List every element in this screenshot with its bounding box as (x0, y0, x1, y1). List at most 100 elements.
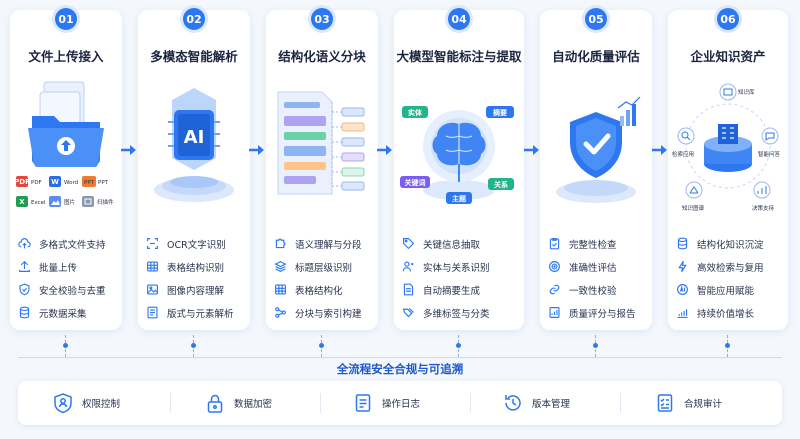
feature-item: 自动摘要生成 (402, 278, 520, 301)
step-card-quality: 05 自动化质量评估 完整性检查 准确性评估 一致性校验 质量评分与报告 (540, 8, 652, 330)
upload-folder-illustration: PDF PDF W Word PPT PPT X Excel 图片 扫描件 (14, 81, 114, 207)
security-item-version: 版本管理 (502, 381, 570, 425)
link-icon (549, 284, 560, 295)
format-label: PDF (31, 180, 42, 186)
shield-check-icon (19, 283, 30, 296)
layers-icon (274, 260, 287, 273)
knowledge-hub-illustration: 知识库 检索应用 智能问答 知识图谱 决策支持 (672, 83, 781, 212)
connector-line (318, 335, 324, 357)
tag-label: 摘要 (493, 108, 507, 117)
divider (170, 393, 171, 413)
database-icon (19, 306, 30, 319)
step-title: 结构化语义分块 (278, 49, 366, 64)
feature-item: 一致性校验 (548, 278, 648, 301)
format-label: PPT (98, 180, 109, 186)
flow-arrow-icon (121, 145, 136, 155)
format-label: Excel (31, 200, 46, 206)
feature-item: 版式与元素解析 (146, 301, 246, 324)
step-title: 自动化质量评估 (552, 49, 640, 64)
lock-icon (207, 394, 223, 413)
connector-line (592, 335, 598, 357)
step-card-annotation: 04 大模型智能标注与提取 实体 摘要 关键词 关系 主题 关键信息抽取 实体与… (394, 8, 524, 330)
tag-label: 关键词 (405, 178, 426, 187)
feature-item: 完整性检查 (548, 232, 648, 255)
bottom-section-title: 全流程安全合规与可追溯 (336, 362, 464, 376)
growth-chart-icon (677, 309, 688, 318)
tag-icon (403, 238, 415, 250)
table-icon (275, 284, 286, 295)
feature-item: 质量评分与报告 (548, 301, 648, 324)
asset-label: 智能问答 (758, 150, 781, 158)
feature-item: 元数据采集 (18, 301, 118, 324)
table-icon (147, 261, 158, 272)
clipboard-check-icon (549, 238, 560, 250)
security-item-access-control: 权限控制 (52, 381, 120, 425)
feature-item: 批量上传 (18, 255, 118, 278)
security-item-operation-log: 操作日志 (352, 381, 420, 425)
feature-item: 持续价值增长 (676, 301, 784, 324)
step-number-badge: 04 (448, 8, 470, 30)
step-card-assets: 06 企业知识资产 知识库 检索应用 智能问答 知识图谱 决策支持 结构化知识沉… (668, 8, 788, 330)
word-badge: W (51, 178, 59, 186)
feature-item: 标题层级识别 (274, 255, 374, 278)
image-icon (147, 284, 158, 295)
security-item-compliance-audit: 合规审计 (654, 381, 722, 425)
step-title: 企业知识资产 (690, 49, 766, 64)
ai-chip-label: AI (184, 127, 205, 148)
flow-arrow-icon (652, 145, 667, 155)
security-bar: 权限控制 数据加密 操作日志 版本管理 合规审计 (18, 381, 782, 425)
feature-item: 表格结构化 (274, 278, 374, 301)
step-number-badge: 01 (55, 8, 77, 30)
feature-item: 多维标签与分类 (402, 301, 520, 324)
user-relation-icon (402, 261, 414, 272)
target-icon (549, 261, 560, 272)
feature-item: 语义理解与分段 (274, 232, 374, 255)
pdf-badge: PDF (14, 178, 30, 186)
connector-line (455, 335, 461, 357)
feature-item: 结构化知识沉淀 (676, 232, 784, 255)
divider (320, 393, 321, 413)
connector-line (724, 335, 730, 357)
feature-item: 安全校验与去重 (18, 278, 118, 301)
shield-check-illustration (556, 96, 641, 203)
step-card-chunking: 03 结构化语义分块 语义理解与分段 标题层级识别 表格结构化 (266, 8, 378, 330)
flow-arrow-icon (377, 145, 392, 155)
report-icon (549, 307, 560, 318)
asset-label: 决策支持 (752, 204, 775, 212)
network-icon (275, 307, 286, 318)
divider (470, 393, 471, 413)
format-label: 扫描件 (97, 198, 114, 206)
connector-line (190, 335, 196, 357)
brain-illustration: 实体 摘要 关键词 关系 主题 (400, 106, 514, 204)
layout-icon (147, 306, 158, 319)
step-number-badge: 03 (311, 8, 333, 30)
divider (620, 393, 621, 413)
feature-item: 多格式文件支持 (18, 232, 118, 255)
feature-item: 高效检索与复用 (676, 255, 784, 278)
ai-app-icon (677, 284, 688, 295)
lightning-icon (678, 260, 687, 273)
version-history-icon (505, 395, 521, 411)
tag-label: 实体 (408, 108, 423, 117)
flow-arrow-icon (524, 145, 539, 155)
step-title: 大模型智能标注与提取 (396, 49, 522, 64)
multi-tag-icon (402, 308, 414, 318)
feature-item: 关键信息抽取 (402, 232, 520, 255)
puzzle-icon (275, 238, 286, 249)
feature-item: 分块与索引构建 (274, 301, 374, 324)
upload-icon (19, 260, 30, 272)
step-title: 文件上传接入 (28, 49, 104, 64)
step-card-parsing: 02 多模态智能解析 AI OCR文字识别 表格结构识别 图像内容理解 版式 (138, 8, 250, 330)
step-number-badge: 06 (717, 8, 739, 30)
feature-item: 图像内容理解 (146, 278, 246, 301)
ai-chip-illustration: AI (154, 88, 234, 202)
feature-item: 准确性评估 (548, 255, 648, 278)
step-title: 多模态智能解析 (150, 49, 238, 64)
tag-label: 主题 (452, 194, 467, 203)
connector-line (62, 335, 68, 357)
tag-label: 关系 (494, 180, 508, 189)
feature-item: 表格结构识别 (146, 255, 246, 278)
connector-baseline (18, 357, 782, 358)
ocr-scan-icon (147, 238, 158, 249)
excel-badge: X (19, 198, 25, 206)
